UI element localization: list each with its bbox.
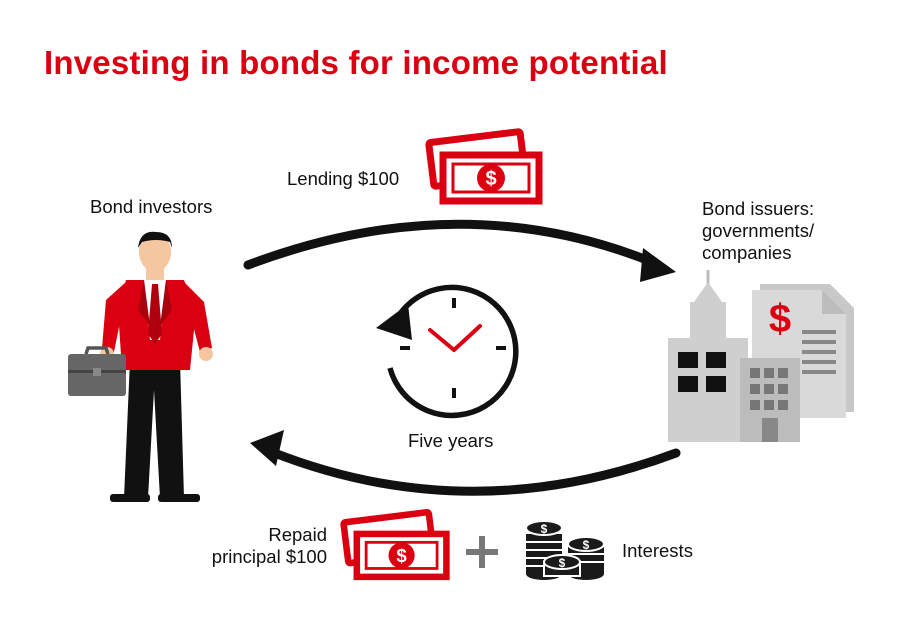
svg-text:$: $ xyxy=(769,297,791,341)
svg-text:$: $ xyxy=(541,522,548,536)
repaid-line-2: principal $100 xyxy=(211,546,327,567)
plus-icon xyxy=(466,536,498,568)
banknotes-icon: $ xyxy=(425,128,543,205)
interests-label: Interests xyxy=(622,540,693,561)
svg-text:$: $ xyxy=(485,168,496,190)
bond-issuers-line-1: Bond issuers: xyxy=(702,198,815,219)
bond-investors-label: Bond investors xyxy=(90,196,213,217)
bond-issuers-line-2: governments/ xyxy=(702,220,815,241)
businessman-icon xyxy=(100,231,213,502)
buildings-icon: $ xyxy=(668,270,854,442)
lending-label: Lending $100 xyxy=(287,168,400,189)
svg-text:$: $ xyxy=(559,556,566,570)
page-title: Investing in bonds for income potential xyxy=(44,44,668,81)
clock-icon xyxy=(376,284,519,419)
bond-issuers-line-3: companies xyxy=(702,242,792,263)
briefcase-icon xyxy=(68,346,126,396)
banknotes-icon: $ xyxy=(340,509,450,581)
svg-text:$: $ xyxy=(583,538,590,552)
five-years-label: Five years xyxy=(408,430,494,451)
repaid-label: Repaid principal $100 xyxy=(196,524,327,568)
bond-issuers-label: Bond issuers: governments/ companies xyxy=(702,198,814,264)
repaid-line-1: Repaid xyxy=(268,524,327,545)
coin-stack-icon: $ $ $ xyxy=(525,520,605,580)
svg-text:$: $ xyxy=(396,545,407,566)
